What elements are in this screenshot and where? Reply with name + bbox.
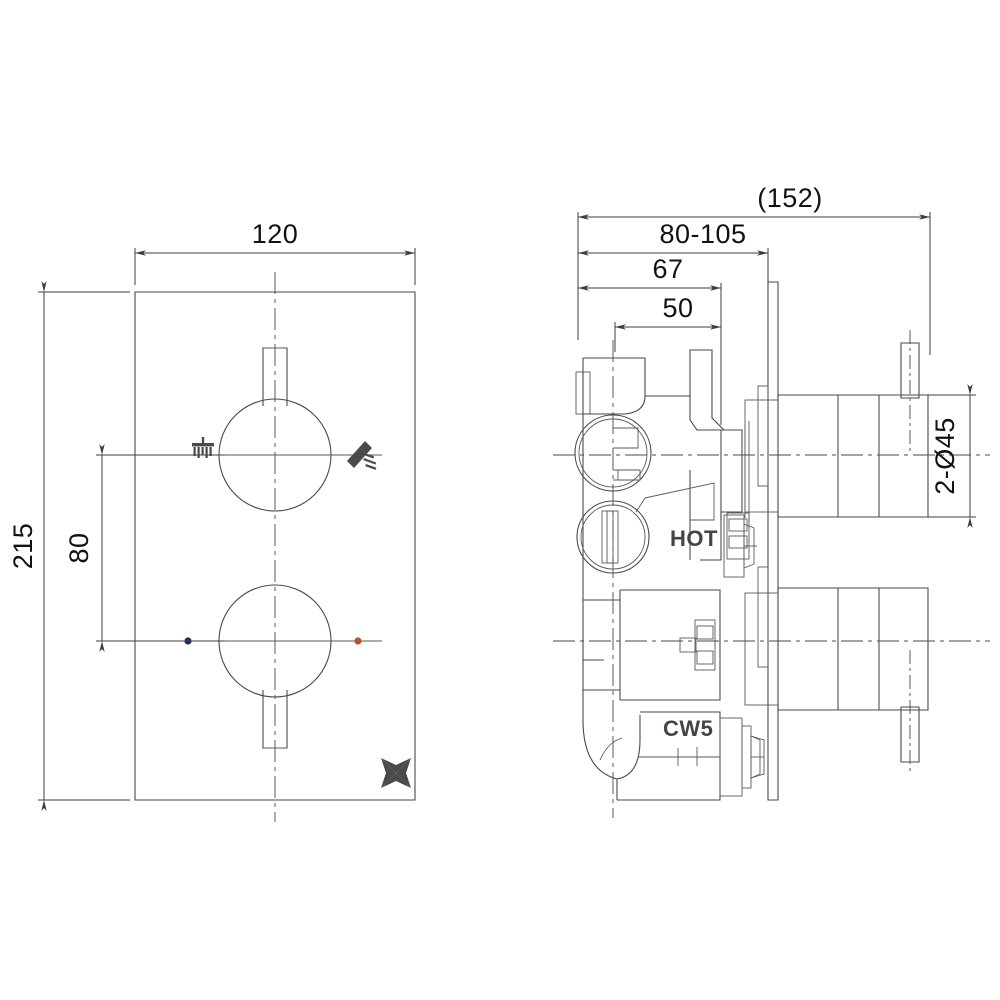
front-view: 120 215 80 xyxy=(8,219,415,822)
dimension-inner-depth: 50 xyxy=(614,293,722,425)
upper-cartridge-spigot xyxy=(726,512,750,560)
dimension-front-height: 215 xyxy=(8,281,130,811)
hot-water-marker xyxy=(354,637,362,645)
wall-escutcheon-plate xyxy=(757,282,778,800)
dimension-inner-depth-label: 50 xyxy=(662,293,693,323)
dimension-front-height-label: 215 xyxy=(8,523,38,570)
dimension-handle-spacing: 80 xyxy=(64,444,225,652)
temperature-handle[interactable] xyxy=(98,585,382,748)
dimension-body-depth: 67 xyxy=(577,254,722,425)
dimension-front-width: 120 xyxy=(134,219,416,285)
hot-port-label: HOT xyxy=(670,526,718,551)
cw5-leader xyxy=(638,747,720,766)
dimension-overall-depth: (152) xyxy=(577,183,931,355)
hot-hex-nut xyxy=(723,514,757,578)
dimension-handle-diameter-label: 2-Ø45 xyxy=(930,417,960,495)
dimension-front-width-label: 120 xyxy=(252,219,299,249)
lower-cartridge-spigot xyxy=(679,619,716,671)
diverter-handle[interactable] xyxy=(98,348,382,511)
dimension-wall-range-label: 80-105 xyxy=(659,219,746,249)
lower-handle-cylinder[interactable] xyxy=(744,588,928,772)
dimension-body-depth-label: 67 xyxy=(652,254,683,284)
overhead-shower-icon xyxy=(192,437,214,458)
handheld-shower-icon xyxy=(347,441,377,470)
dimension-handle-diameter: 2-Ø45 xyxy=(928,384,976,528)
cold-port-label: CW5 xyxy=(663,716,713,741)
upper-handle-cylinder[interactable] xyxy=(744,330,928,517)
dimension-handle-spacing-label: 80 xyxy=(64,532,94,563)
side-view: HOT CW5 xyxy=(553,183,990,818)
crosswater-cross-logo xyxy=(381,758,411,788)
cw5-hex-nut xyxy=(719,717,765,797)
dimension-overall-depth-label: (152) xyxy=(757,183,823,213)
